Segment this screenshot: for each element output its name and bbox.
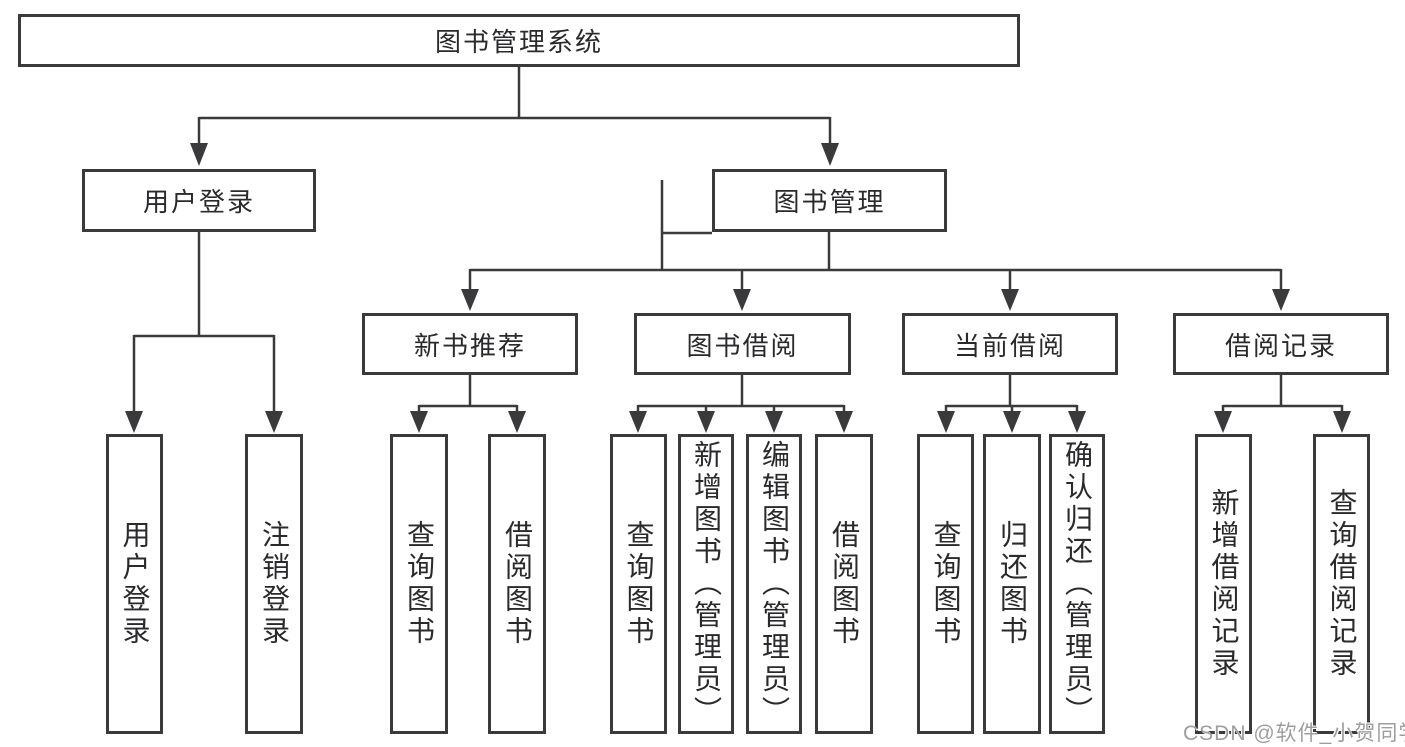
- node-new-book-recommend: 新书推荐: [362, 313, 578, 375]
- node-book-management-label: 图书管理: [773, 187, 886, 217]
- leaf-nb-borrow-books: 借阅图书: [488, 434, 546, 734]
- leaf-cb-query-books-label: 查询图书: [930, 520, 962, 648]
- leaf-br-add-record-label: 新增借阅记录: [1208, 488, 1240, 680]
- leaf-bb-edit-books-admin: 编辑图书（管理员）: [746, 434, 802, 734]
- csdn-watermark: CSDN @软件_小贺同学: [1183, 722, 1405, 745]
- leaf-nb-borrow-books-label: 借阅图书: [502, 520, 533, 648]
- leaf-nb-query-books: 查询图书: [390, 434, 448, 734]
- leaf-user-login: 用户登录: [106, 434, 163, 734]
- leaf-logout-label: 注销登录: [259, 520, 290, 648]
- node-book-borrowing-label: 图书借阅: [686, 330, 799, 361]
- node-root: 图书管理系统: [18, 14, 1020, 67]
- node-root-label: 图书管理系统: [434, 27, 603, 57]
- leaf-cb-query-books: 查询图书: [917, 434, 974, 734]
- node-current-borrowing-label: 当前借阅: [953, 330, 1066, 361]
- leaf-bb-query-books: 查询图书: [610, 434, 667, 734]
- leaf-bb-borrow-books-label: 借阅图书: [829, 520, 860, 648]
- leaf-bb-add-books-admin-label: 新增图书（管理员）: [691, 440, 722, 728]
- leaf-br-query-record-label: 查询借阅记录: [1326, 488, 1358, 680]
- arrowheads: [125, 143, 1351, 433]
- node-current-borrowing: 当前借阅: [902, 313, 1118, 375]
- leaf-cb-return-books: 归还图书: [983, 434, 1041, 734]
- leaf-cb-return-books-label: 归还图书: [997, 520, 1028, 648]
- leaf-br-add-record: 新增借阅记录: [1195, 434, 1252, 734]
- leaf-user-login-label: 用户登录: [119, 520, 151, 648]
- node-user-login-label: 用户登录: [142, 187, 255, 217]
- node-borrowing-records: 借阅记录: [1173, 313, 1389, 375]
- node-user-login: 用户登录: [82, 169, 316, 232]
- leaf-cb-confirm-return-admin-label: 确认归还（管理员）: [1062, 440, 1093, 728]
- leaf-br-query-record: 查询借阅记录: [1313, 434, 1370, 734]
- node-book-borrowing: 图书借阅: [634, 313, 851, 375]
- node-book-management: 图书管理: [712, 169, 947, 232]
- node-borrowing-records-label: 借阅记录: [1224, 330, 1337, 361]
- leaf-bb-add-books-admin: 新增图书（管理员）: [678, 434, 734, 734]
- leaf-bb-borrow-books: 借阅图书: [815, 434, 873, 734]
- leaf-nb-query-books-label: 查询图书: [404, 520, 435, 648]
- node-new-book-recommend-label: 新书推荐: [413, 330, 526, 361]
- leaf-bb-query-books-label: 查询图书: [623, 520, 655, 648]
- leaf-cb-confirm-return-admin: 确认归还（管理员）: [1049, 434, 1105, 734]
- leaf-bb-edit-books-admin-label: 编辑图书（管理员）: [759, 440, 790, 728]
- leaf-logout: 注销登录: [245, 434, 303, 734]
